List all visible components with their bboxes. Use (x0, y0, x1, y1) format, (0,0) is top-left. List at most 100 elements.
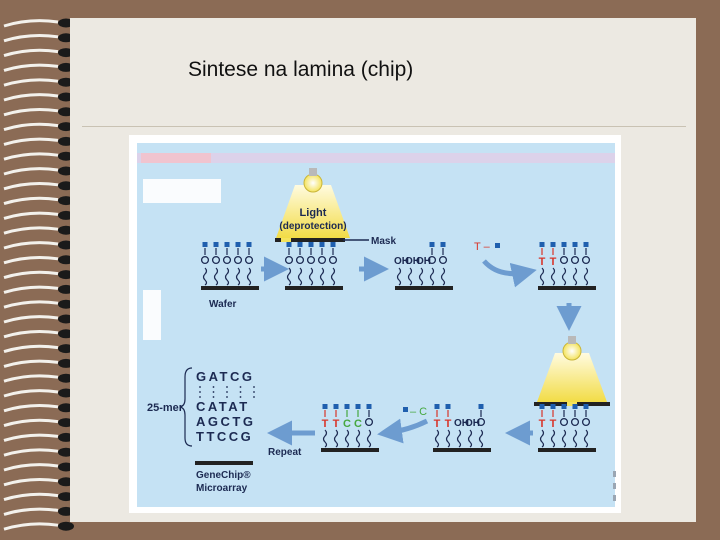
protecting-group (297, 242, 303, 247)
microarray-label: Microarray (196, 483, 248, 494)
protecting-group (583, 404, 589, 409)
probe-unit (559, 255, 569, 265)
substrate (538, 448, 596, 452)
mask-opening (281, 238, 291, 242)
tether (440, 267, 446, 286)
probe-unit (581, 255, 591, 265)
probe-unit (211, 255, 221, 265)
probe-unit (328, 255, 338, 265)
separator-dot (239, 386, 242, 388)
protecting-group (572, 404, 578, 409)
title-divider (82, 126, 686, 127)
light-source-1 (276, 168, 350, 238)
sequence-dots (199, 386, 255, 398)
binding-loop (3, 93, 59, 102)
probe-unit (559, 417, 569, 427)
tether (202, 267, 208, 286)
tether (429, 267, 435, 286)
protecting-group (478, 404, 484, 409)
tether (355, 429, 361, 448)
protecting-group (539, 404, 545, 409)
protecting-group (286, 242, 292, 247)
separator-dot (212, 391, 215, 393)
binding-loop (3, 152, 59, 161)
binding-loop (3, 270, 59, 280)
separator-dot (199, 396, 201, 398)
separator-dot (239, 391, 242, 393)
binding-loop (3, 226, 59, 235)
binding-loop (3, 418, 59, 428)
probe-unit (306, 255, 316, 265)
mask-label: Mask (371, 236, 396, 247)
protecting-group (308, 242, 314, 247)
sequence-row-2: CATAT (196, 399, 250, 414)
caption-fragment (613, 471, 616, 501)
substrate (433, 448, 491, 452)
binding-loop (3, 300, 59, 309)
c-base: C (343, 418, 351, 430)
separator-dot (226, 386, 228, 388)
substrate (395, 286, 453, 290)
hydroxyl-group: OH (416, 256, 431, 267)
tether (467, 429, 473, 448)
tether (583, 267, 589, 286)
t-base: T (539, 418, 546, 430)
tether (322, 429, 328, 448)
chip-substrate (195, 461, 253, 465)
binding-loop (3, 285, 59, 294)
tether (434, 429, 440, 448)
tether (246, 267, 252, 286)
binding-loop (3, 137, 59, 146)
t-base: T (445, 418, 452, 430)
arrow-add-t (482, 259, 537, 288)
panel-header-strip (137, 153, 615, 163)
binding-loop (3, 19, 59, 28)
separator-dot (199, 391, 201, 393)
protecting-group (224, 242, 230, 247)
genechip-label: GeneChip® (196, 470, 251, 481)
binding-loop (3, 196, 59, 206)
t-reagent-block (495, 243, 500, 248)
substrate (201, 286, 259, 290)
tether (478, 429, 484, 448)
binding-loop (3, 78, 59, 87)
protecting-group (550, 404, 556, 409)
probe-unit (200, 255, 210, 265)
binding-loop (3, 522, 59, 531)
c-reagent-block (403, 407, 408, 412)
tether (224, 267, 230, 286)
label-box-left (143, 290, 161, 340)
protecting-group (333, 404, 339, 409)
probe-unit (581, 417, 591, 427)
probe-unit (244, 255, 254, 265)
tether (213, 267, 219, 286)
protecting-group (322, 404, 328, 409)
binding-hole (58, 521, 74, 531)
protecting-group (539, 242, 545, 247)
tether (319, 267, 325, 286)
probe-array (200, 242, 259, 290)
separator-dot (239, 396, 242, 398)
tether (539, 267, 545, 286)
separator-dot (253, 391, 255, 393)
diagram-panel (137, 143, 615, 507)
tether (550, 429, 556, 448)
hydroxyl-group: OH (465, 418, 480, 429)
separator-dot (212, 386, 215, 388)
probe-unit (476, 417, 486, 427)
sequence-row-3: AGCTG (196, 414, 255, 429)
protecting-group (235, 242, 241, 247)
protecting-group (355, 404, 361, 409)
hydroxyl-group: OH (454, 418, 469, 429)
substrate (321, 448, 379, 452)
binding-loop (3, 63, 59, 72)
binding-loop (3, 48, 59, 58)
light-source-2 (537, 336, 607, 402)
binding-loop (3, 329, 59, 339)
substrate (538, 286, 596, 290)
repeat-label: Repeat (268, 447, 302, 458)
